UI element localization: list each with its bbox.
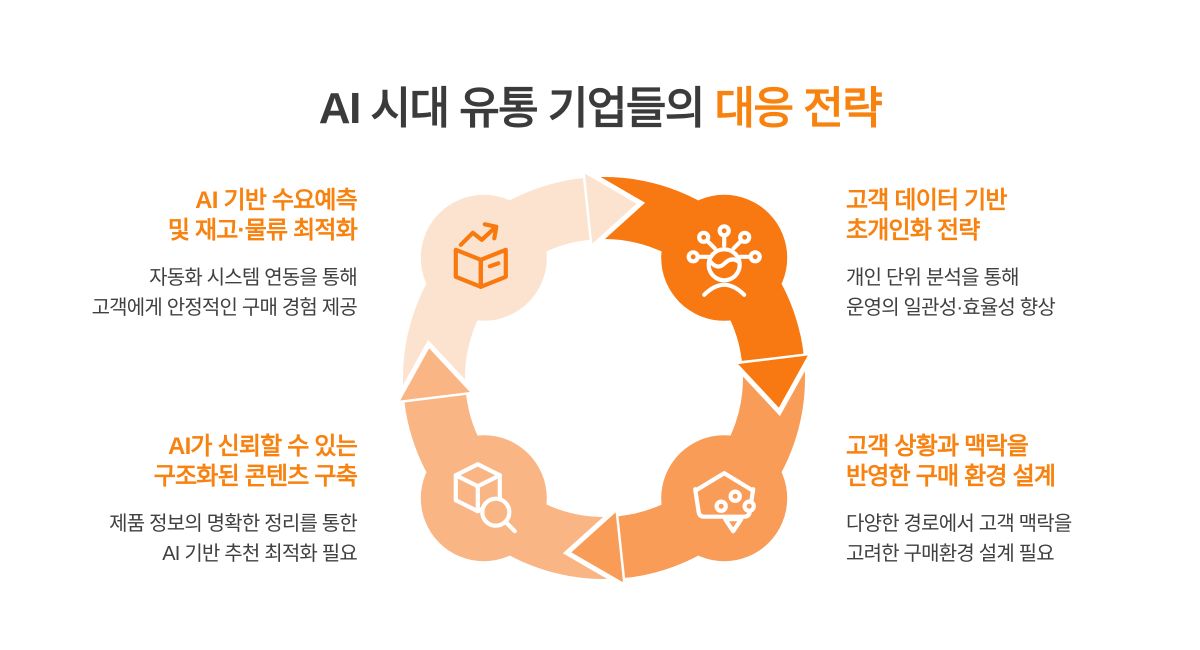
cycle-arc-patch-bottom-left: [404, 394, 469, 424]
heading-line: 고객 상황과 맥락을: [846, 433, 1029, 460]
body-line: 고려한 구매환경 설계 필요: [846, 543, 1055, 565]
cycle-arc-patch-top-left: [562, 178, 590, 243]
strategy-block-structured-content: AI가 신뢰할 수 있는 구조화된 콘텐츠 구축 제품 정보의 명확한 정리를 …: [55, 432, 358, 569]
block-body: 자동화 시스템 연동을 통해 고객에게 안정적인 구매 경험 제공: [57, 263, 358, 323]
block-heading: 고객 데이터 기반 초개인화 전략: [846, 186, 1176, 246]
cycle-segment-structured-content: [404, 394, 608, 580]
block-heading: AI가 신뢰할 수 있는 구조화된 콘텐츠 구축: [55, 432, 358, 492]
cycle-arc-patch-bottom-right: [618, 513, 646, 578]
body-line: 다양한 경로에서 고객 맥락을: [846, 513, 1072, 535]
heading-line: 반영한 구매 환경 설계: [846, 463, 1056, 490]
block-body: 제품 정보의 명확한 정리를 통한 AI 기반 추천 최적화 필요: [55, 509, 358, 569]
body-line: 고객에게 안정적인 구매 경험 제공: [91, 297, 358, 319]
block-heading: AI 기반 수요예측 및 재고·물류 최적화: [57, 186, 358, 246]
cycle-segment-hyper-personalization: [600, 176, 804, 362]
heading-line: AI가 신뢰할 수 있는: [168, 433, 358, 460]
title-prefix: AI 시대 유통 기업들의: [318, 84, 706, 133]
cycle-segment-context-purchase-design: [617, 371, 805, 578]
cycle-arc-patch-top-right: [739, 332, 804, 362]
body-line: 자동화 시스템 연동을 통해: [149, 267, 358, 289]
page-title: AI 시대 유통 기업들의 대응 전략: [0, 72, 1200, 136]
body-line: 제품 정보의 명확한 정리를 통한: [109, 513, 358, 535]
cycle-node-top-right: [661, 194, 788, 321]
strategy-block-demand-forecast: AI 기반 수요예측 및 재고·물류 최적화 자동화 시스템 연동을 통해 고객…: [57, 186, 358, 323]
block-body: 개인 단위 분석을 통해 운영의 일관성·효율성 향상: [846, 263, 1176, 323]
cycle-node-bottom-right: [661, 435, 788, 562]
heading-line: 초개인화 전략: [846, 217, 980, 244]
basket-items-icon: [693, 471, 756, 534]
heading-line: AI 기반 수요예측: [195, 187, 358, 214]
body-line: AI 기반 추천 최적화 필요: [162, 543, 358, 565]
block-body: 다양한 경로에서 고객 맥락을 고려한 구매환경 설계 필요: [846, 509, 1176, 569]
cycle-segment-demand-forecast: [403, 178, 591, 385]
title-highlight: 대응 전략: [714, 84, 883, 133]
heading-line: 구조화된 콘텐츠 구축: [153, 463, 358, 490]
body-line: 개인 단위 분석을 통해: [846, 267, 1019, 289]
strategy-block-hyper-personalization: 고객 데이터 기반 초개인화 전략 개인 단위 분석을 통해 운영의 일관성·효…: [846, 186, 1176, 323]
strategy-block-context-purchase-design: 고객 상황과 맥락을 반영한 구매 환경 설계 다양한 경로에서 고객 맥락을 …: [846, 432, 1176, 569]
cube-magnifier-icon: [453, 462, 517, 534]
body-line: 운영의 일관성·효율성 향상: [846, 297, 1056, 319]
person-network-icon: [686, 224, 762, 297]
block-heading: 고객 상황과 맥락을 반영한 구매 환경 설계: [846, 432, 1176, 492]
heading-line: 고객 데이터 기반: [846, 187, 1008, 214]
cycle-node-bottom-left: [420, 435, 547, 562]
box-trend-icon: [453, 222, 508, 289]
heading-line: 및 재고·물류 최적화: [167, 217, 358, 244]
